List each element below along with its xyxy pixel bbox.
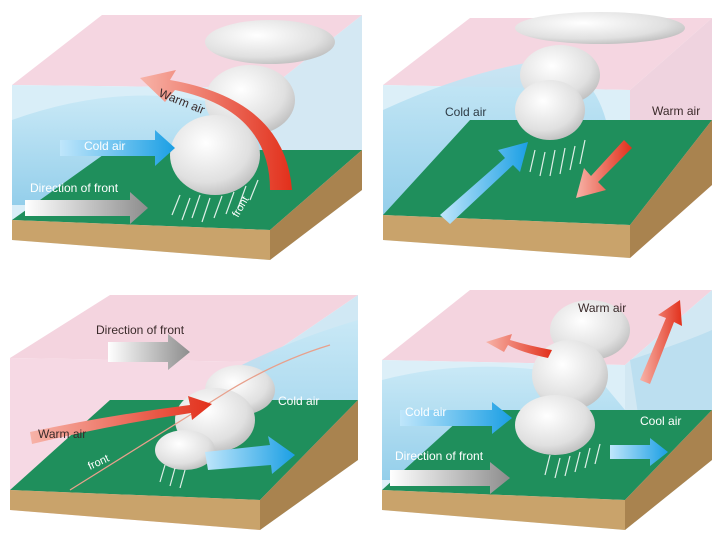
cold-air-arrow <box>60 130 175 166</box>
cool-air-arrow <box>610 438 668 466</box>
box-top <box>382 290 712 365</box>
label-cold-air: Cold air <box>84 139 125 153</box>
label-direction-of-front: Direction of front <box>395 449 484 463</box>
cloud-upper <box>205 20 335 64</box>
soil-front <box>12 220 270 260</box>
label-cold-air: Cold air <box>278 394 319 408</box>
warm-air-arrow <box>30 396 212 444</box>
warm-air-arrow <box>140 70 292 190</box>
soil-side <box>270 150 362 260</box>
label-warm-air: Warm air <box>38 427 86 441</box>
front-direction-arrow <box>108 334 190 370</box>
warm-air-arrow-left <box>486 334 552 358</box>
soil-front <box>383 215 630 258</box>
soil-side <box>625 410 712 530</box>
label-direction-of-front: Direction of front <box>30 181 119 195</box>
warm-air-arrow-right <box>640 300 682 384</box>
panel-cold-front-bottom: Direction of front Warm air Cold air fro… <box>10 295 358 530</box>
cold-air-arrow <box>205 436 295 474</box>
label-warm-air: Warm air <box>652 104 700 118</box>
rain <box>171 179 259 223</box>
soil-side <box>260 400 358 530</box>
label-cold-air: Cold air <box>445 105 486 119</box>
cloud-lower <box>155 430 215 470</box>
panel-cold-front-top: Cold air Warm air <box>383 12 712 258</box>
cloud-lower <box>170 115 260 195</box>
cloud-lower <box>515 80 585 140</box>
label-cool-air: Cool air <box>640 414 681 428</box>
cloud-middle <box>532 340 608 410</box>
rain <box>529 139 586 177</box>
soil-side <box>630 120 712 258</box>
warm-air-arrow <box>576 140 632 198</box>
label-warm-air: Warm air <box>578 301 626 315</box>
cold-air-arrow <box>400 402 512 434</box>
box-top <box>10 295 358 362</box>
rain <box>544 443 601 479</box>
soil-front <box>382 490 625 530</box>
label-direction-of-front: Direction of front <box>96 323 185 337</box>
rain <box>159 464 186 489</box>
front-direction-arrow <box>25 192 148 224</box>
cold-air-arrow <box>440 142 528 224</box>
panel-warm-front: Warm air Cold air Direction of front fro… <box>12 15 362 260</box>
cloud-upper <box>515 12 685 44</box>
cloud-lower <box>515 395 595 455</box>
soil-front <box>10 490 260 530</box>
panel-occluded-front: Warm air Cold air Direction of front Coo… <box>382 290 712 530</box>
front-line <box>69 344 331 491</box>
label-cold-air: Cold air <box>405 405 446 419</box>
front-direction-arrow <box>390 462 510 494</box>
